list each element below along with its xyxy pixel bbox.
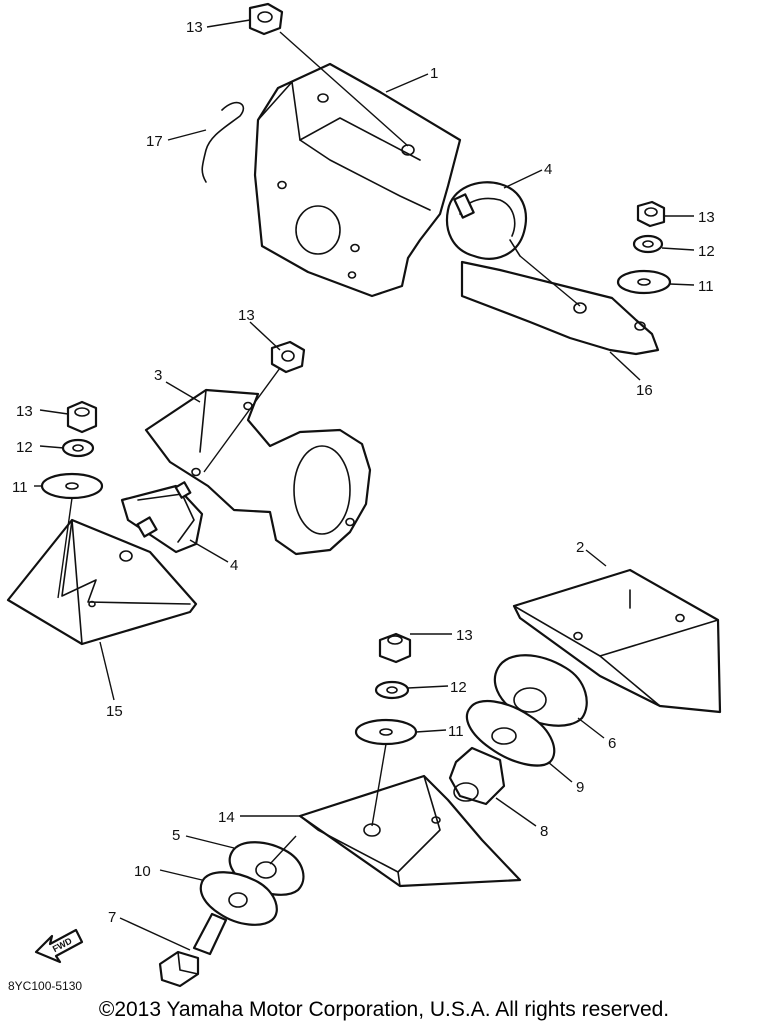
leader-lines — [34, 19, 695, 951]
callout-12: 12 — [450, 679, 467, 696]
callout-5: 5 — [172, 827, 180, 844]
callout-numbers: 13 1 17 4 13 12 11 16 13 3 13 12 11 4 15… — [12, 19, 715, 926]
callout-3: 3 — [154, 367, 162, 384]
callout-13: 13 — [238, 307, 255, 324]
diagram-code: 8YC100-5130 — [8, 979, 82, 993]
callout-8: 8 — [540, 823, 548, 840]
part-4-mount-middle — [120, 481, 204, 554]
callout-12: 12 — [698, 243, 715, 260]
part-15-bracket — [6, 518, 198, 646]
part-2-bracket — [512, 568, 722, 714]
part-11-washer-right — [616, 269, 672, 295]
part-13-nut-lower — [378, 632, 412, 664]
callout-6: 6 — [608, 735, 616, 752]
callout-4: 4 — [544, 161, 552, 178]
part-1-bracket — [253, 62, 462, 298]
part-13-nut-left — [66, 400, 98, 434]
part-12-washer-right — [632, 234, 664, 254]
callout-11: 11 — [698, 278, 714, 295]
callout-13: 13 — [186, 19, 203, 36]
fwd-arrow-icon: FWD — [34, 928, 84, 964]
callout-1: 1 — [430, 65, 438, 82]
callout-9: 9 — [576, 779, 584, 796]
part-10-washer — [199, 871, 278, 926]
part-9-washer — [465, 700, 556, 767]
part-12-washer-lower — [374, 680, 410, 700]
callout-17: 17 — [146, 133, 163, 150]
callout-12: 12 — [16, 439, 33, 456]
part-13-nut-right — [636, 200, 666, 228]
part-17-clip — [201, 101, 245, 183]
part-4-mount-upper — [446, 181, 528, 260]
part-11-washer-left — [40, 472, 104, 500]
part-13-nut-top — [248, 2, 284, 36]
callout-13: 13 — [456, 627, 473, 644]
part-3-bracket — [144, 388, 372, 556]
callout-10: 10 — [134, 863, 151, 880]
callout-16: 16 — [636, 382, 653, 399]
part-11-washer-lower — [354, 718, 418, 746]
callout-13: 13 — [698, 209, 715, 226]
part-8-collar — [448, 746, 506, 806]
part-16-bracket — [460, 260, 660, 356]
callout-4: 4 — [230, 557, 238, 574]
callout-11: 11 — [12, 479, 28, 496]
callout-14: 14 — [218, 809, 235, 826]
copyright-notice: ©2013 Yamaha Motor Corporation, U.S.A. A… — [98, 998, 670, 1021]
callout-7: 7 — [108, 909, 116, 926]
callout-13: 13 — [16, 403, 33, 420]
part-12-washer-left — [61, 438, 95, 458]
callout-11: 11 — [448, 723, 464, 740]
callout-2: 2 — [576, 539, 584, 556]
callout-15: 15 — [106, 703, 123, 720]
part-7-bolt — [158, 912, 228, 988]
